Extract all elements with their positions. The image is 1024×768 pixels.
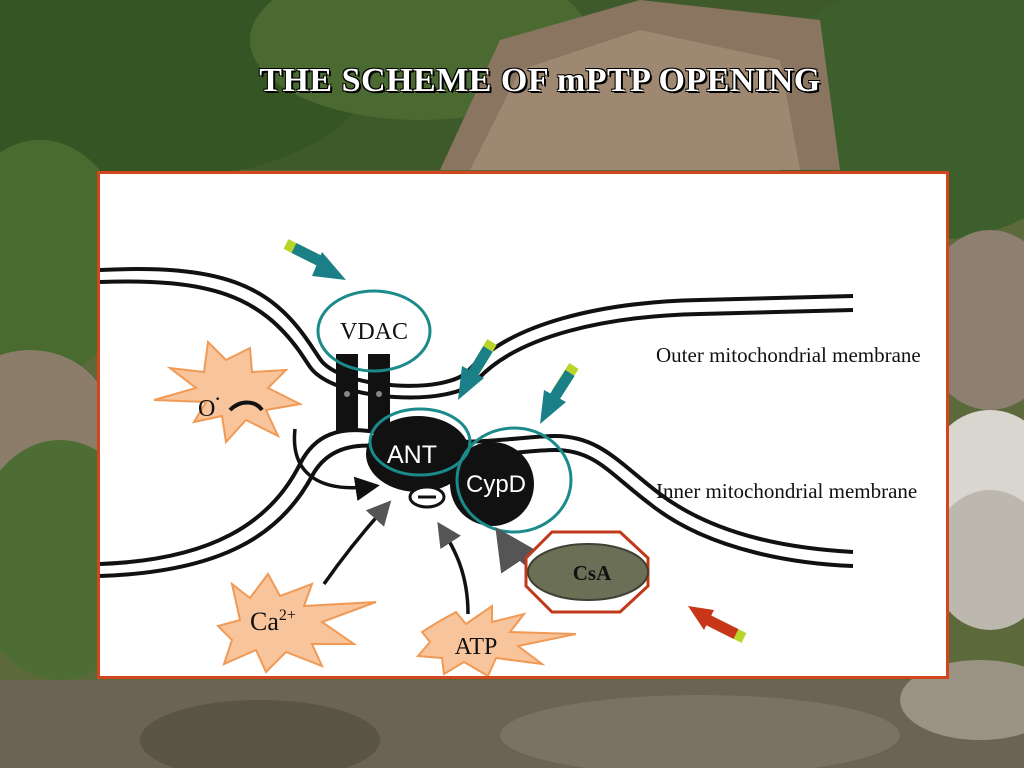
superoxide-burst: O · [153,339,304,445]
atp-burst: ATP [415,604,577,676]
outer-membrane [100,266,854,400]
teal-arrow-outer-membrane [458,339,497,400]
superoxide-label: O [198,396,215,422]
inner-membrane-label: Inner mitochondrial membrane [656,479,917,503]
csa-blob [527,543,649,601]
atp-arrow [437,521,470,615]
calcium-charge: 2+ [279,607,296,624]
calcium-burst: Ca2+ [216,572,377,674]
teal-arrow-vdac [283,239,346,280]
atp-label: ATP [455,634,498,660]
diagram-panel: VDAC ANT CypD Outer mitochondrial membra… [97,171,949,679]
ant-label: ANT [387,441,437,469]
slide-title: THE SCHEME OF mPTP OPENING [259,62,821,99]
vdac-channel [336,354,390,432]
cypd-protein [450,442,534,526]
calcium-arrow [322,500,392,586]
cypd-label: CypD [466,471,526,498]
ant-highlight-circle [368,407,472,477]
superoxide-path-arrow [292,428,380,501]
calcium-base: Ca [250,607,279,636]
vdac-label: VDAC [340,319,408,345]
ant-protein [366,416,470,492]
superoxide-swirl [228,400,264,412]
superoxide-dot: · [214,386,221,411]
mptp-scheme-diagram: VDAC ANT CypD Outer mitochondrial membra… [100,239,921,676]
vdac-highlight-circle [316,289,432,373]
calcium-label: Ca2+ [250,607,296,636]
csa-inhibitor: CsA [524,530,650,614]
teal-arrow-cypd [540,363,579,424]
outer-membrane-label: Outer mitochondrial membrane [656,343,921,367]
csa-label: CsA [573,561,612,585]
red-arrow-csa [688,606,747,643]
